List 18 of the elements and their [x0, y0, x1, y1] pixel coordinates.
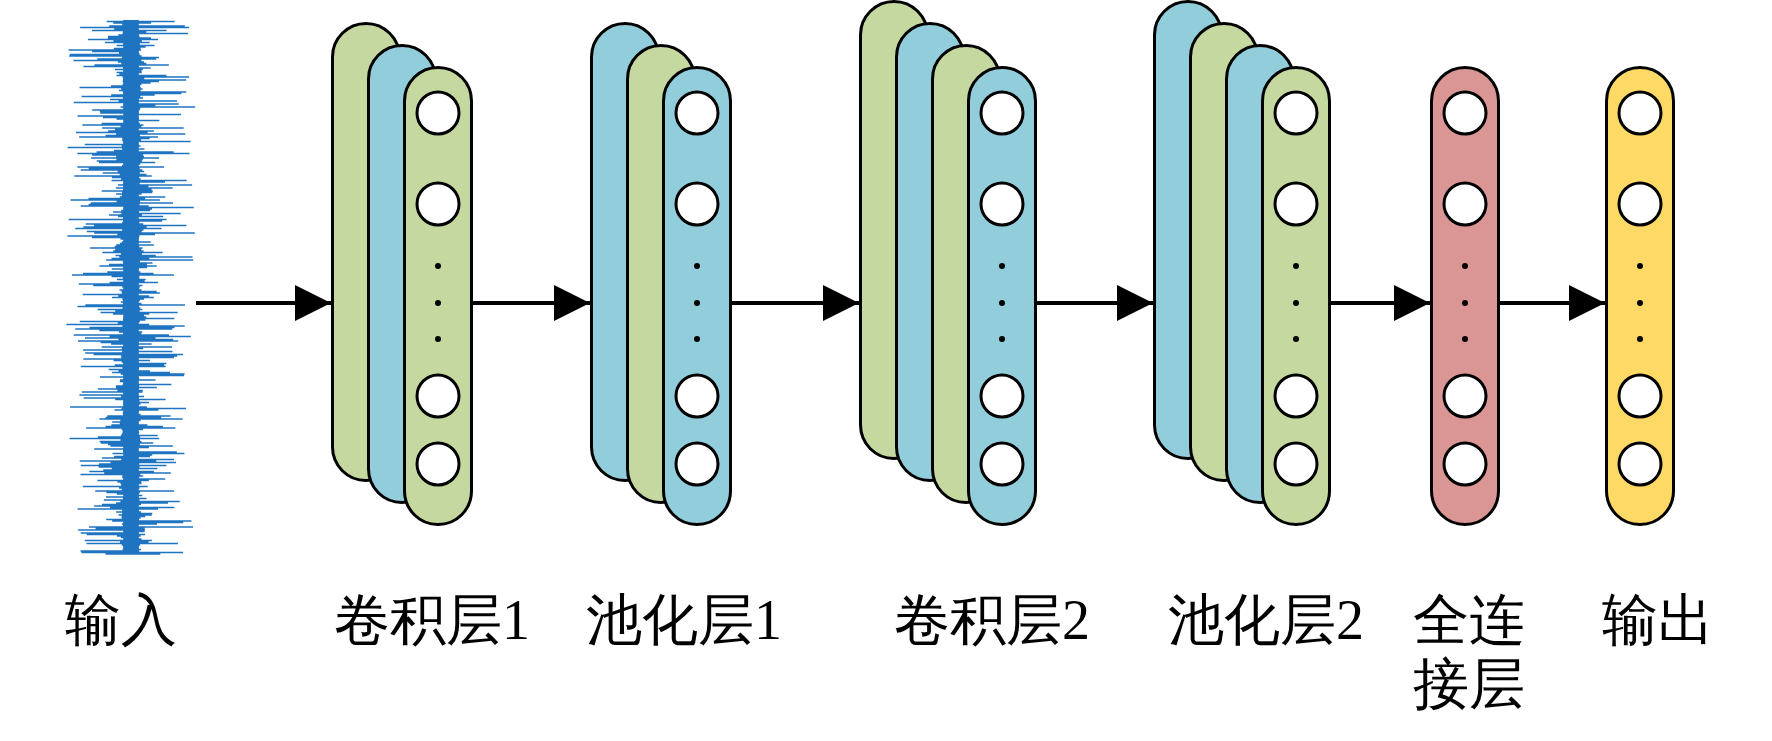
layer-caption: 全连接层	[1412, 588, 1526, 717]
layer-stack-drawing	[590, 22, 732, 526]
layer-caption: 输出	[1601, 588, 1715, 653]
layer-caption: 卷积层2	[893, 588, 1091, 653]
layer-caption: 池化层2	[1167, 588, 1365, 653]
layer-stack-drawing	[859, 0, 1037, 526]
arrow	[196, 285, 331, 321]
arrow	[1037, 285, 1153, 321]
arrow	[732, 285, 859, 321]
layer-caption: 卷积层1	[333, 588, 531, 653]
layer-stack-drawing	[1153, 0, 1331, 526]
layer-caption: 输入	[64, 588, 178, 653]
signal-waveform-drawing	[66, 20, 196, 555]
layer-stack-drawing	[331, 22, 473, 526]
layer-caption: 池化层1	[585, 588, 783, 653]
arrow	[1500, 285, 1605, 321]
arrow	[1331, 285, 1430, 321]
arrow	[473, 285, 590, 321]
